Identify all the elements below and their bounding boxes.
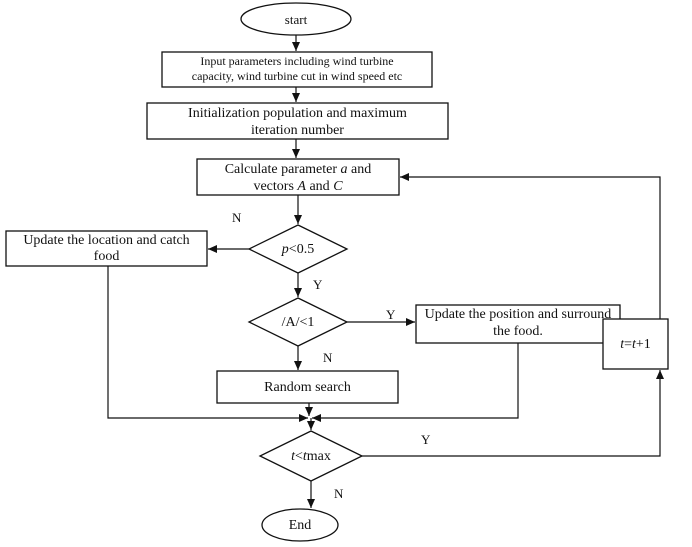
- update-catch-food-label: Update the location and catch food: [6, 233, 207, 265]
- arrow-increment-to-calc: [400, 173, 661, 319]
- update-surround-food-label: Update the position and surround the foo…: [416, 306, 620, 340]
- decision-p-var: p: [281, 241, 289, 257]
- init-line-1: Initialization population and maximum: [188, 106, 407, 121]
- decision-p-rest: <0.5: [288, 241, 315, 257]
- start-text: start: [284, 11, 308, 27]
- calc-text-and: and: [347, 162, 372, 177]
- init-line-2: iteration number: [251, 123, 344, 138]
- calc-var-a: a: [340, 162, 348, 177]
- edge-label-a-yes: Y: [386, 307, 396, 322]
- input-parameters-label: Input parameters including wind turbine …: [162, 54, 432, 84]
- calculate-parameters-box: [196, 158, 400, 196]
- increment-t-label: t=t+1: [603, 319, 668, 369]
- end-terminal: [261, 508, 339, 542]
- decision-p-label: p<0.5: [258, 240, 338, 258]
- edge-label-p-no: N: [232, 210, 242, 225]
- calc-text-vectors: vectors: [253, 179, 298, 194]
- update-surround-food-box: [415, 304, 621, 344]
- calc-line-2: vectors A and C: [197, 178, 399, 195]
- increment-var-2: t: [632, 336, 636, 352]
- input-line-2: capacity, wind turbine cut in wind speed…: [191, 69, 403, 83]
- calc-line-1: Calculate parameter a and: [197, 161, 399, 178]
- calculate-parameters-label: Calculate parameter a and vectors A and …: [197, 161, 399, 195]
- start-label: start: [241, 9, 351, 29]
- decision-t-var-2: t: [302, 448, 307, 464]
- increment-rest: +1: [635, 336, 651, 352]
- edge-label-p-yes: Y: [313, 277, 323, 292]
- input-line-1: Input parameters including wind turbine: [200, 54, 394, 68]
- random-search-box: [216, 370, 399, 404]
- edge-label-a-no: N: [323, 350, 333, 365]
- arrow-surround-to-merge: [312, 343, 519, 422]
- initialization-box: [146, 102, 449, 140]
- increment-var-1: t: [620, 336, 625, 352]
- random-search-label: Random search: [217, 371, 398, 403]
- increment-t-box: [602, 318, 669, 370]
- calc-var-A: A: [297, 179, 306, 194]
- surround-line-1: Update the position and surround: [424, 307, 612, 322]
- end-text: End: [288, 517, 312, 533]
- arrow-decision-t-yes-to-increment: [362, 370, 664, 457]
- decision-t-op: <: [294, 448, 303, 464]
- calc-text-and-2: and: [305, 179, 334, 194]
- edge-label-t-no: N: [334, 486, 344, 501]
- arrow-catch-to-merge: [107, 266, 308, 422]
- edge-label-t-yes: Y: [421, 432, 431, 447]
- calc-text-a: Calculate parameter: [224, 162, 341, 177]
- decision-t-rest: max: [306, 448, 331, 464]
- decision-a-label: /A/<1: [258, 313, 338, 331]
- decision-t-var-1: t: [291, 448, 295, 464]
- update-catch-food-box: [5, 230, 208, 267]
- random-search-text: Random search: [264, 379, 351, 395]
- end-label: End: [262, 516, 338, 534]
- calc-var-C: C: [333, 179, 343, 194]
- catch-line-2: food: [93, 249, 120, 264]
- surround-line-2: the food.: [493, 324, 543, 339]
- initialization-label: Initialization population and maximum it…: [147, 105, 448, 139]
- catch-line-1: Update the location and catch: [23, 233, 190, 248]
- increment-op: =: [624, 336, 632, 352]
- decision-a-text: /A/<1: [281, 314, 315, 330]
- input-parameters-box: [161, 51, 433, 88]
